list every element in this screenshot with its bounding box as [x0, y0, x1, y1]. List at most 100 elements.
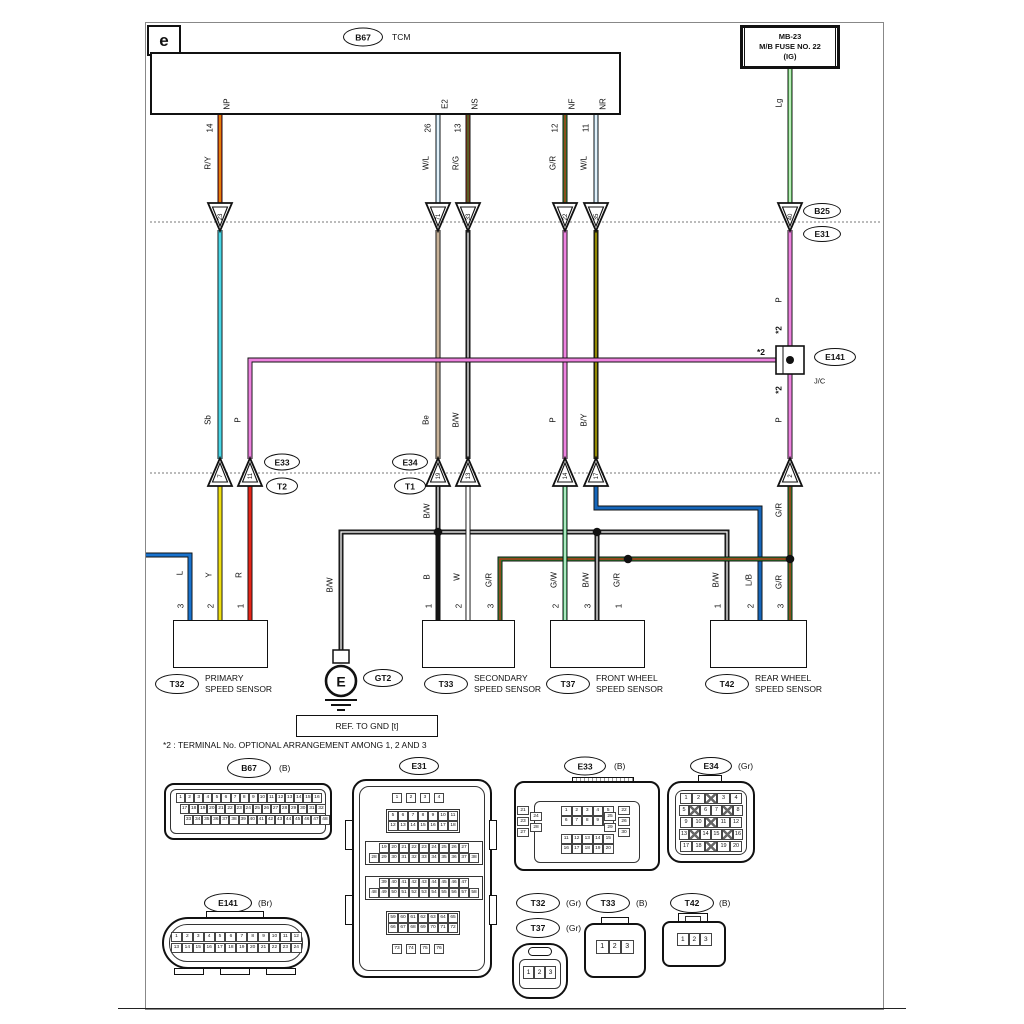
- pin-cell: 26: [449, 843, 459, 853]
- pin-cell: 69: [418, 923, 428, 933]
- pin-cell: 10: [438, 811, 448, 821]
- pin-cell: 22: [618, 806, 630, 815]
- pin-cell: 3: [545, 966, 556, 979]
- pin-cell: 49: [379, 888, 389, 898]
- wire-color-label: P: [233, 417, 243, 423]
- pin-cell: 1: [679, 793, 693, 804]
- pin-cell: 14: [294, 793, 304, 803]
- pinout-suffix: (Br): [258, 898, 273, 908]
- pin-cell: 39: [238, 815, 248, 825]
- pin-cell: 3: [700, 933, 712, 946]
- pin-number: 3: [776, 603, 786, 609]
- pin-cell: 31: [307, 804, 317, 814]
- terminal-label: E2: [440, 99, 450, 109]
- tag-text: E33: [577, 761, 593, 771]
- pin-cell: 8: [247, 932, 259, 942]
- pin-cell: 24: [243, 804, 253, 814]
- pin-cell: 19: [717, 841, 730, 852]
- pin-cell: 17: [438, 821, 448, 831]
- connector-tab: [174, 968, 204, 975]
- pin-cell: 11: [717, 817, 730, 828]
- pinout-tag-t33: T33: [586, 893, 630, 913]
- tag-text: T1: [405, 481, 415, 491]
- pin-cell: 22: [225, 804, 235, 814]
- pin-cell: 31: [399, 853, 409, 863]
- pin-cell: 56: [449, 888, 459, 898]
- pin-cell: 6: [561, 816, 572, 826]
- junction-dot: [623, 554, 633, 564]
- pin-cell: 64: [438, 913, 448, 923]
- pin-cell: 70: [428, 923, 438, 933]
- tag-text: T42: [684, 898, 700, 908]
- star2-label: *2: [756, 347, 766, 357]
- wire-color-label: G/W: [549, 572, 559, 588]
- wire-color-label: B/Y: [579, 413, 589, 427]
- pin-cell: 39: [379, 878, 389, 888]
- wire-color-label: B/W: [325, 577, 335, 593]
- connector-triangle-row1: 23 71 33 22 35 40: [206, 202, 804, 234]
- pin-cell: 76: [434, 944, 444, 954]
- pin-number: 1: [424, 603, 434, 609]
- triangle-pin-number: 71: [436, 213, 442, 220]
- pin-cell: 17: [571, 844, 582, 854]
- tag-text: E31: [411, 761, 427, 771]
- pin-cell: 20: [389, 843, 399, 853]
- pin-cell: 58: [469, 888, 479, 898]
- pin-cell: 28: [369, 853, 379, 863]
- pin-cell: 15: [418, 821, 428, 831]
- pin-number: 2: [454, 603, 464, 609]
- wire-color-label: G/R: [484, 572, 494, 588]
- junction-dot: [592, 527, 602, 537]
- pin-cell: 3: [192, 932, 204, 942]
- star2-label: *2: [774, 386, 784, 394]
- connector-tag-b67: B67: [343, 27, 383, 47]
- wire-color-label: W: [452, 573, 462, 581]
- pin-cell: 21: [216, 804, 226, 814]
- pin-cell: 11: [561, 834, 572, 844]
- pinout-suffix: (B): [614, 761, 626, 771]
- pin-cell: 23: [517, 817, 529, 826]
- pin-cell: 15: [711, 829, 722, 840]
- pin-cell: 11: [448, 811, 458, 821]
- pin-cell: 42: [265, 815, 275, 825]
- pin-cell: 66: [388, 923, 398, 933]
- pinout-suffix: (Gr): [738, 761, 754, 771]
- pin-cell: 5: [678, 805, 690, 816]
- pinout-suffix: (B): [636, 898, 648, 908]
- pin-cell: 3: [582, 806, 593, 816]
- pin-cell: 30: [618, 828, 630, 837]
- connector-tab: [489, 820, 497, 850]
- pin-cell: 4: [203, 932, 215, 942]
- pin-number: 3: [486, 603, 496, 609]
- pinout-suffix: (Gr): [566, 898, 582, 908]
- pin-cell: 41: [256, 815, 266, 825]
- tag-text: B67: [355, 32, 371, 42]
- pin-cell: 9: [258, 932, 270, 942]
- tcm-box: [150, 52, 621, 115]
- pin-cell: 35: [202, 815, 212, 825]
- pin-cell: 18: [692, 841, 705, 852]
- pin-cell: 21: [517, 806, 529, 815]
- tag-text: T33: [438, 679, 454, 689]
- pin-number: 26: [423, 123, 433, 133]
- pin-cell: 14: [592, 834, 603, 844]
- pin-cell: 16: [428, 821, 438, 831]
- wire-color-label: L/B: [744, 573, 754, 587]
- wire-color-label: P: [548, 417, 558, 423]
- pin-cell: 27: [517, 828, 529, 837]
- connector-tab: [345, 895, 353, 925]
- pin-cell: 22: [409, 843, 419, 853]
- jc-label: J/C: [814, 376, 826, 386]
- pin-cell: 19: [198, 804, 208, 814]
- pin-cell: 6: [398, 811, 408, 821]
- pin-cell: 9: [428, 811, 438, 821]
- connector-tab: [266, 968, 296, 975]
